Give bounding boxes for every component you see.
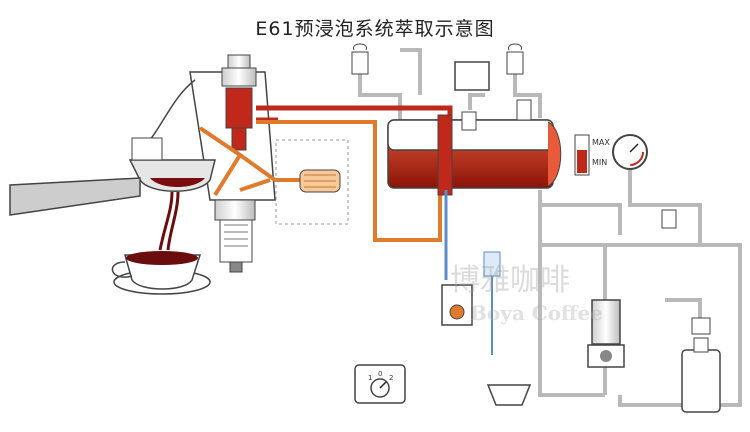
check-valve <box>661 209 677 229</box>
flow-meter <box>441 284 473 326</box>
heater-element <box>483 251 501 277</box>
steam-wand-tap <box>351 43 369 75</box>
safety-valve <box>516 99 532 121</box>
water-reservoir <box>681 337 721 413</box>
gauge-min-label: MIN <box>592 158 607 167</box>
drip-tray <box>486 384 532 406</box>
pump-valve <box>691 317 711 335</box>
switch-tick-2: 2 <box>389 374 393 382</box>
switch-tick-1: 1 <box>368 374 372 382</box>
vacuum-valve <box>461 111 477 131</box>
power-switch[interactable]: 1 0 2 <box>354 364 406 404</box>
solenoid-valve <box>214 199 256 221</box>
switch-tick-0: 0 <box>378 370 382 378</box>
espresso-cup <box>111 251 211 295</box>
water-level-gauge: MAX MIN <box>574 134 610 176</box>
preinfusion-line <box>198 120 442 242</box>
diagram-title: E61预浸泡系统萃取示意图 <box>255 18 495 40</box>
heat-exchanger-outlet <box>299 169 341 193</box>
espresso-stream <box>158 191 180 251</box>
hot-water-tap <box>506 43 524 75</box>
water-pump <box>587 299 625 368</box>
boiler <box>387 114 562 196</box>
dashed-housing <box>275 139 349 225</box>
portafilter <box>9 137 216 216</box>
heat-exchanger-tube <box>437 114 453 196</box>
pressure-gauge <box>612 134 648 170</box>
watermark-cn: 博雅咖啡 <box>450 263 570 298</box>
pressurestat <box>454 61 490 91</box>
watermark: 博雅咖啡 Boya Coffee <box>450 263 603 325</box>
watermark-en: Boya Coffee <box>470 301 603 325</box>
gauge-max-label: MAX <box>592 138 610 147</box>
